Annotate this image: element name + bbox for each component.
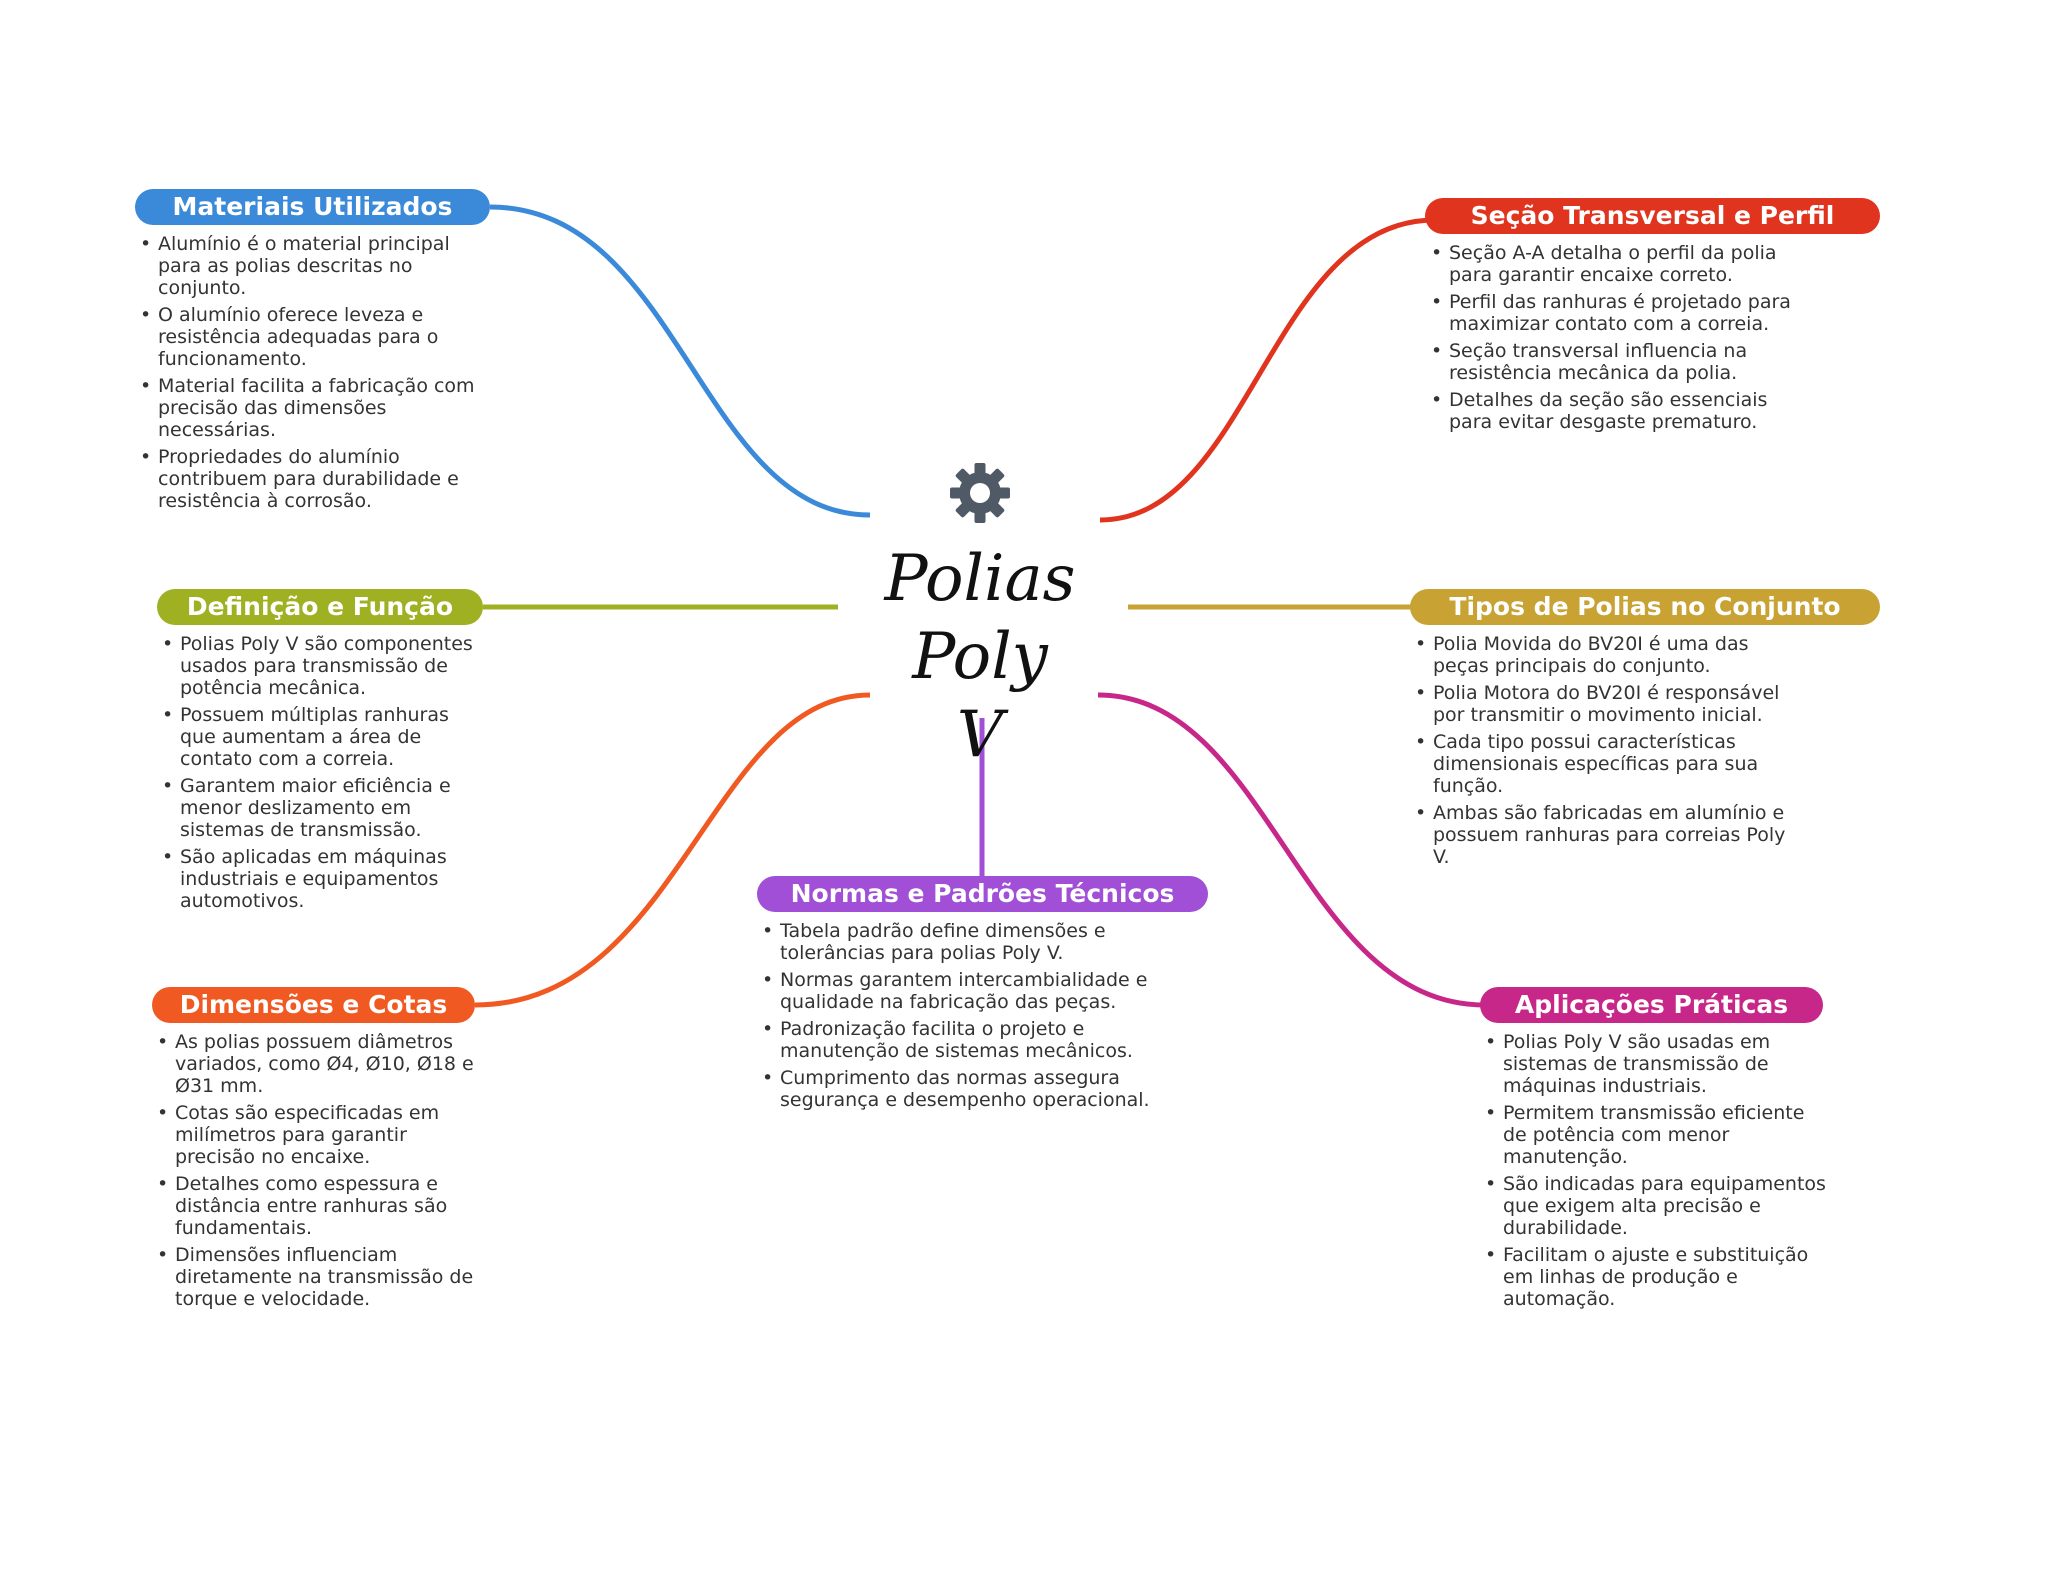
bullet-list: Alumínio é o material principal para as …	[138, 233, 478, 512]
list-item: Dimensões influenciam diretamente na tra…	[155, 1244, 480, 1310]
branch-materiais-utilizados: Materiais Utilizados Alumínio é o materi…	[135, 189, 490, 517]
branch-normas-e-padroes: Normas e Padrões Técnicos Tabela padrão …	[757, 876, 1208, 1116]
list-item: Detalhes da seção são essenciais para ev…	[1429, 389, 1809, 433]
connector-aplicacoes	[1097, 692, 1486, 1008]
branch-aplicacoes-praticas: Aplicações Práticas Polias Poly V são us…	[1480, 987, 1826, 1315]
bullet-list: As polias possuem diâmetros variados, co…	[155, 1031, 480, 1310]
list-item: São aplicadas em máquinas industriais e …	[160, 846, 478, 912]
branch-title: Seção Transversal e Perfil	[1425, 198, 1880, 234]
list-item: Cada tipo possui características dimensi…	[1413, 731, 1803, 797]
list-item: O alumínio oferece leveza e resistência …	[138, 304, 478, 370]
bullet-list: Polias Poly V são componentes usados par…	[160, 633, 478, 912]
list-item: Polia Motora do BV20I é responsável por …	[1413, 682, 1803, 726]
list-item: Possuem múltiplas ranhuras que aumentam …	[160, 704, 478, 770]
list-item: Polias Poly V são usadas em sistemas de …	[1483, 1031, 1828, 1097]
list-item: Perfil das ranhuras é projetado para max…	[1429, 291, 1809, 335]
list-item: As polias possuem diâmetros variados, co…	[155, 1031, 480, 1097]
branch-secao-transversal: Seção Transversal e Perfil Seção A-A det…	[1425, 198, 1880, 438]
branch-dimensoes-e-cotas: Dimensões e Cotas As polias possuem diâm…	[152, 987, 475, 1315]
list-item: Polias Poly V são componentes usados par…	[160, 633, 478, 699]
central-title-line-2: Poly V	[912, 620, 1048, 772]
branch-title: Aplicações Práticas	[1480, 987, 1823, 1023]
list-item: Padronização facilita o projeto e manute…	[760, 1018, 1190, 1062]
branch-title: Tipos de Polias no Conjunto	[1410, 589, 1880, 625]
central-title: Polias Poly V	[880, 540, 1080, 774]
list-item: Tabela padrão define dimensões e tolerân…	[760, 920, 1190, 964]
central-title-line-1: Polias	[884, 542, 1076, 616]
list-item: Cumprimento das normas assegura seguranç…	[760, 1067, 1190, 1111]
list-item: Polia Movida do BV20I é uma das peças pr…	[1413, 633, 1803, 677]
bullet-list: Polia Movida do BV20I é uma das peças pr…	[1413, 633, 1803, 868]
connector-secao	[1099, 217, 1436, 523]
connector-materiais	[489, 204, 871, 518]
list-item: Permitem transmissão eficiente de potênc…	[1483, 1102, 1828, 1168]
list-item: Ambas são fabricadas em alumínio e possu…	[1413, 802, 1803, 868]
branch-title: Materiais Utilizados	[135, 189, 490, 225]
list-item: Cotas são especificadas em milímetros pa…	[155, 1102, 480, 1168]
list-item: Detalhes como espessura e distância entr…	[155, 1173, 480, 1239]
branch-title: Normas e Padrões Técnicos	[757, 876, 1208, 912]
list-item: Alumínio é o material principal para as …	[138, 233, 478, 299]
list-item: São indicadas para equipamentos que exig…	[1483, 1173, 1828, 1239]
list-item: Seção A-A detalha o perfil da polia para…	[1429, 242, 1809, 286]
connector-dimensoes	[474, 692, 871, 1008]
gear-icon	[950, 463, 1010, 523]
list-item: Material facilita a fabricação com preci…	[138, 375, 478, 441]
list-item: Seção transversal influencia na resistên…	[1429, 340, 1809, 384]
branch-title: Dimensões e Cotas	[152, 987, 475, 1023]
list-item: Propriedades do alumínio contribuem para…	[138, 446, 478, 512]
bullet-list: Tabela padrão define dimensões e tolerân…	[760, 920, 1190, 1111]
bullet-list: Seção A-A detalha o perfil da polia para…	[1429, 242, 1809, 433]
branch-tipos-de-polias: Tipos de Polias no Conjunto Polia Movida…	[1410, 589, 1880, 873]
branch-title: Definição e Função	[157, 589, 483, 625]
list-item: Garantem maior eficiência e menor desliz…	[160, 775, 478, 841]
bullet-list: Polias Poly V são usadas em sistemas de …	[1483, 1031, 1828, 1310]
branch-definicao-e-funcao: Definição e Função Polias Poly V são com…	[157, 589, 483, 917]
list-item: Normas garantem intercambialidade e qual…	[760, 969, 1190, 1013]
list-item: Facilitam o ajuste e substituição em lin…	[1483, 1244, 1828, 1310]
central-topic: Polias Poly V	[880, 460, 1080, 772]
